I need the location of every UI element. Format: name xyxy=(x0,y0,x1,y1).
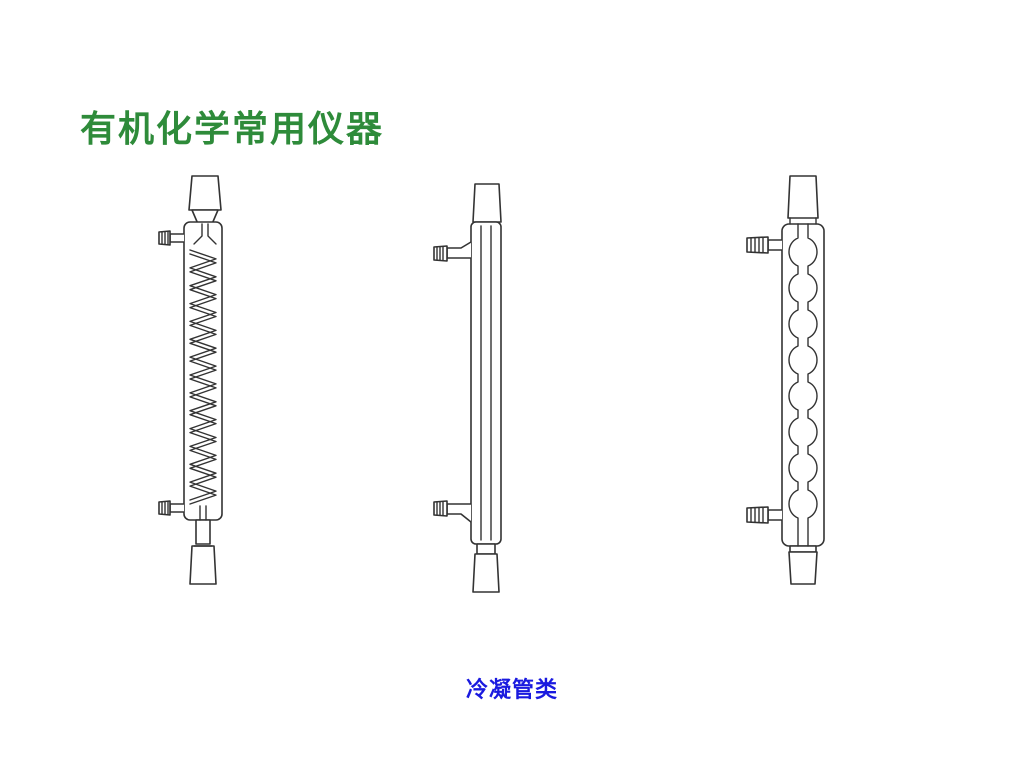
coil-spiral xyxy=(189,249,217,505)
figure-caption: 冷凝管类 xyxy=(465,677,558,703)
liebig-bottom-nozzle xyxy=(446,503,472,523)
liebig-top-joint xyxy=(472,183,502,223)
coil-top-nozzle xyxy=(169,233,184,243)
bulb-bottom-neck xyxy=(789,545,817,553)
coil-bottom-neck xyxy=(195,519,211,545)
bulb-top-joint xyxy=(787,175,819,219)
liebig-bottom-neck xyxy=(476,543,496,555)
bulb-top-nozzle xyxy=(767,239,782,251)
coil-top-joint xyxy=(188,175,222,211)
bulb-inner-tube xyxy=(788,223,818,547)
coil-bottom-joint xyxy=(189,545,217,585)
page-title: 有机化学常用仪器 xyxy=(80,108,385,150)
bulb-condenser-icon xyxy=(746,175,825,585)
liebig-bottom-joint xyxy=(472,553,500,593)
bulb-bottom-nozzle xyxy=(767,509,782,521)
bulb-top-nozzle-tip xyxy=(746,236,769,254)
liebig-condenser-icon xyxy=(433,183,502,593)
bulb-bottom-nozzle-tip xyxy=(746,506,769,524)
bulb-bottom-joint xyxy=(788,551,818,585)
liebig-top-nozzle xyxy=(446,241,472,259)
coil-condenser-icon xyxy=(158,175,223,585)
coil-bottom-nozzle xyxy=(169,503,184,513)
bulb-jacket xyxy=(781,223,825,547)
liebig-jacket xyxy=(470,221,502,545)
